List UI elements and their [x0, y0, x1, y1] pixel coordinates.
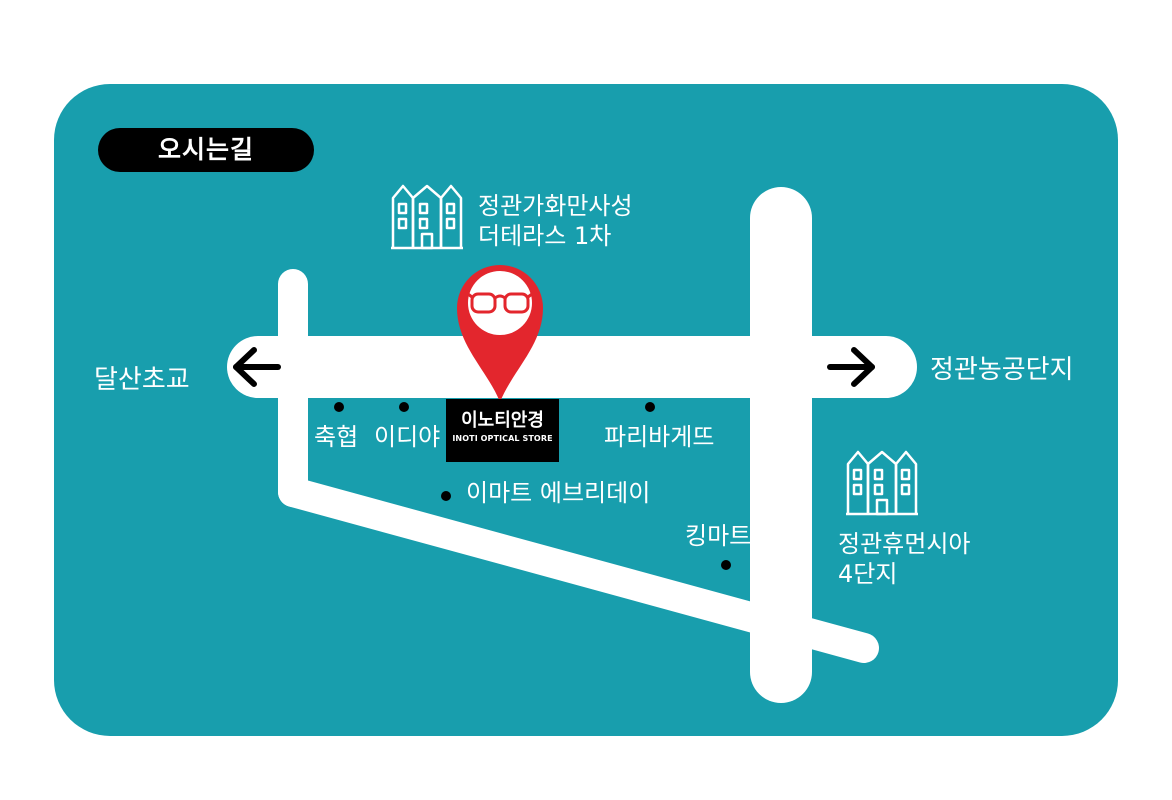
building-icon	[846, 450, 918, 516]
glasses-icon	[467, 292, 533, 314]
landmark-ediya: 이디야	[374, 423, 441, 451]
map-card	[54, 84, 1118, 736]
landmark-chukhyup: 축협	[314, 423, 359, 451]
landmark-dot	[645, 402, 655, 412]
landmark-dot	[441, 491, 451, 501]
direction-right-label: 정관농공단지	[930, 355, 1074, 385]
landmark-emart: 이마트 에브리데이	[466, 479, 651, 507]
arrow-left-icon	[233, 347, 281, 387]
store-name-kr: 이노티안경	[461, 410, 544, 431]
landmark-dot	[721, 560, 731, 570]
direction-left-label: 달산초교	[94, 365, 190, 395]
building-right-name: 정관휴먼시아 4단지	[838, 530, 971, 588]
landmark-dot	[399, 402, 409, 412]
landmark-kingmart: 킹마트	[685, 522, 752, 550]
landmark-dot	[334, 402, 344, 412]
building-icon	[391, 184, 463, 250]
landmark-paris: 파리바게뜨	[604, 423, 715, 451]
arrow-right-icon	[827, 347, 875, 387]
store-label: 이노티안경 INOTI OPTICAL STORE	[446, 399, 559, 462]
store-name-en: INOTI OPTICAL STORE	[452, 434, 553, 443]
page-title: 오시는길	[98, 128, 314, 172]
building-top-name: 정관가화만사성 더테라스 1차	[478, 192, 633, 250]
location-pin-icon	[457, 265, 543, 402]
